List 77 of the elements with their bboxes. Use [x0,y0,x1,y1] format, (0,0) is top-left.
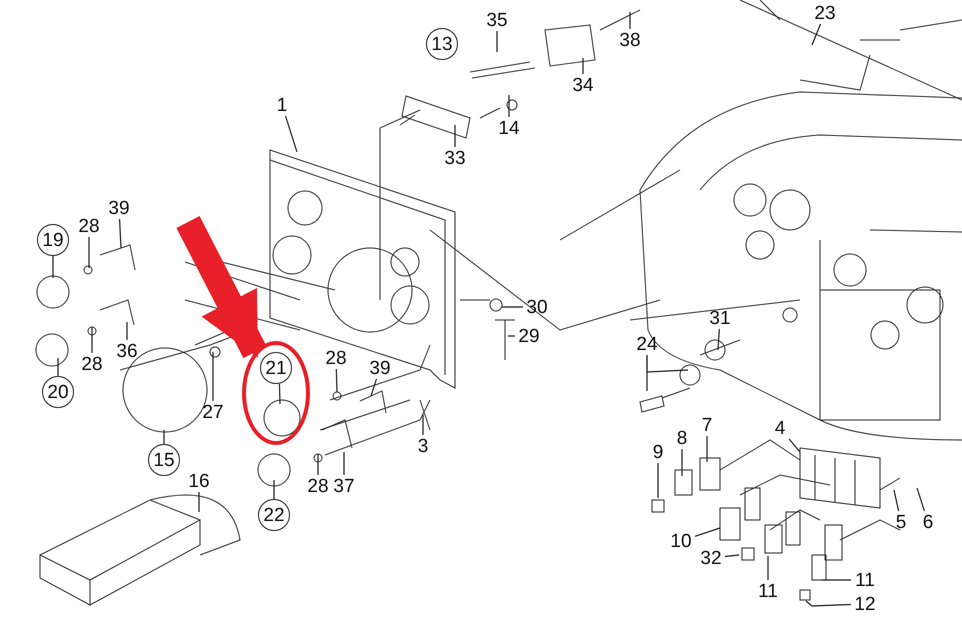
leader-line [717,328,720,350]
callout-number: 32 [697,547,725,569]
callout-number: 29 [515,325,543,347]
circled-callout-number: 13 [426,28,458,60]
leader-line [646,355,688,373]
leader-line [629,12,631,29]
leader-line [694,527,720,537]
leader-line [163,430,165,444]
callout-number: 37 [330,475,358,497]
circled-callout-number: 20 [42,376,74,408]
leader-line [788,438,800,452]
callout-number: 4 [766,417,794,439]
leader-line [811,24,822,46]
leader-line [126,322,128,340]
leader-line [893,490,900,512]
leader-line [278,384,281,404]
leader-line [724,554,740,558]
leader-line [284,116,298,152]
leader-line [57,358,59,376]
circled-callout-number: 15 [148,444,180,476]
callout-number: 28 [304,475,332,497]
leader-line [336,368,338,392]
leader-line [370,378,378,396]
leader-line [502,306,523,308]
callout-number: 1 [268,94,296,116]
leader-line [198,492,200,512]
pointer-arrow [176,216,267,358]
circled-callout-number: 21 [260,352,292,384]
callout-number: 5 [887,511,915,533]
leader-line [52,256,54,278]
callout-number: 30 [523,296,551,318]
circled-callout-number: 19 [37,224,69,256]
callout-number: 27 [199,401,227,423]
callout-number: 35 [483,9,511,31]
leader-line [681,449,683,476]
leader-line [91,327,93,353]
callout-number: 24 [633,333,661,355]
callout-number: 7 [693,414,721,436]
callout-number: 39 [105,197,133,219]
callout-number: 6 [914,511,942,533]
leader-line [454,125,456,147]
leader-line [916,488,926,512]
callout-number: 3 [409,435,437,457]
callout-number: 38 [616,29,644,51]
leader-line [422,415,424,435]
callout-number: 11 [754,580,782,602]
leader-line [706,436,708,462]
callout-number: 31 [706,307,734,329]
leader-line [767,556,769,580]
leader-line [496,31,498,52]
callout-number: 33 [441,147,469,169]
circled-callout-number: 22 [258,499,290,531]
callout-number: 23 [811,2,839,24]
leader-line [273,480,275,499]
highlight-ellipse [242,341,310,445]
leader-line [508,95,510,117]
leader-line [822,579,851,581]
callout-number: 10 [667,530,695,552]
leader-line [317,454,319,475]
callout-number: 36 [113,340,141,362]
leader-line [582,58,584,74]
callout-number: 11 [851,569,879,591]
callout-number: 12 [851,593,879,615]
callout-number: 34 [569,74,597,96]
callout-number: 39 [366,357,394,379]
callout-number: 28 [78,353,106,375]
leader-line [118,218,122,248]
callout-number: 14 [495,117,523,139]
leader-line [508,335,515,337]
callout-number: 28 [322,347,350,369]
leader-line [806,600,852,607]
callout-number: 16 [185,470,213,492]
leader-line [88,237,90,268]
leader-line [212,352,214,401]
leader-line [343,452,345,475]
leader-line [657,463,659,498]
callout-number: 28 [75,215,103,237]
